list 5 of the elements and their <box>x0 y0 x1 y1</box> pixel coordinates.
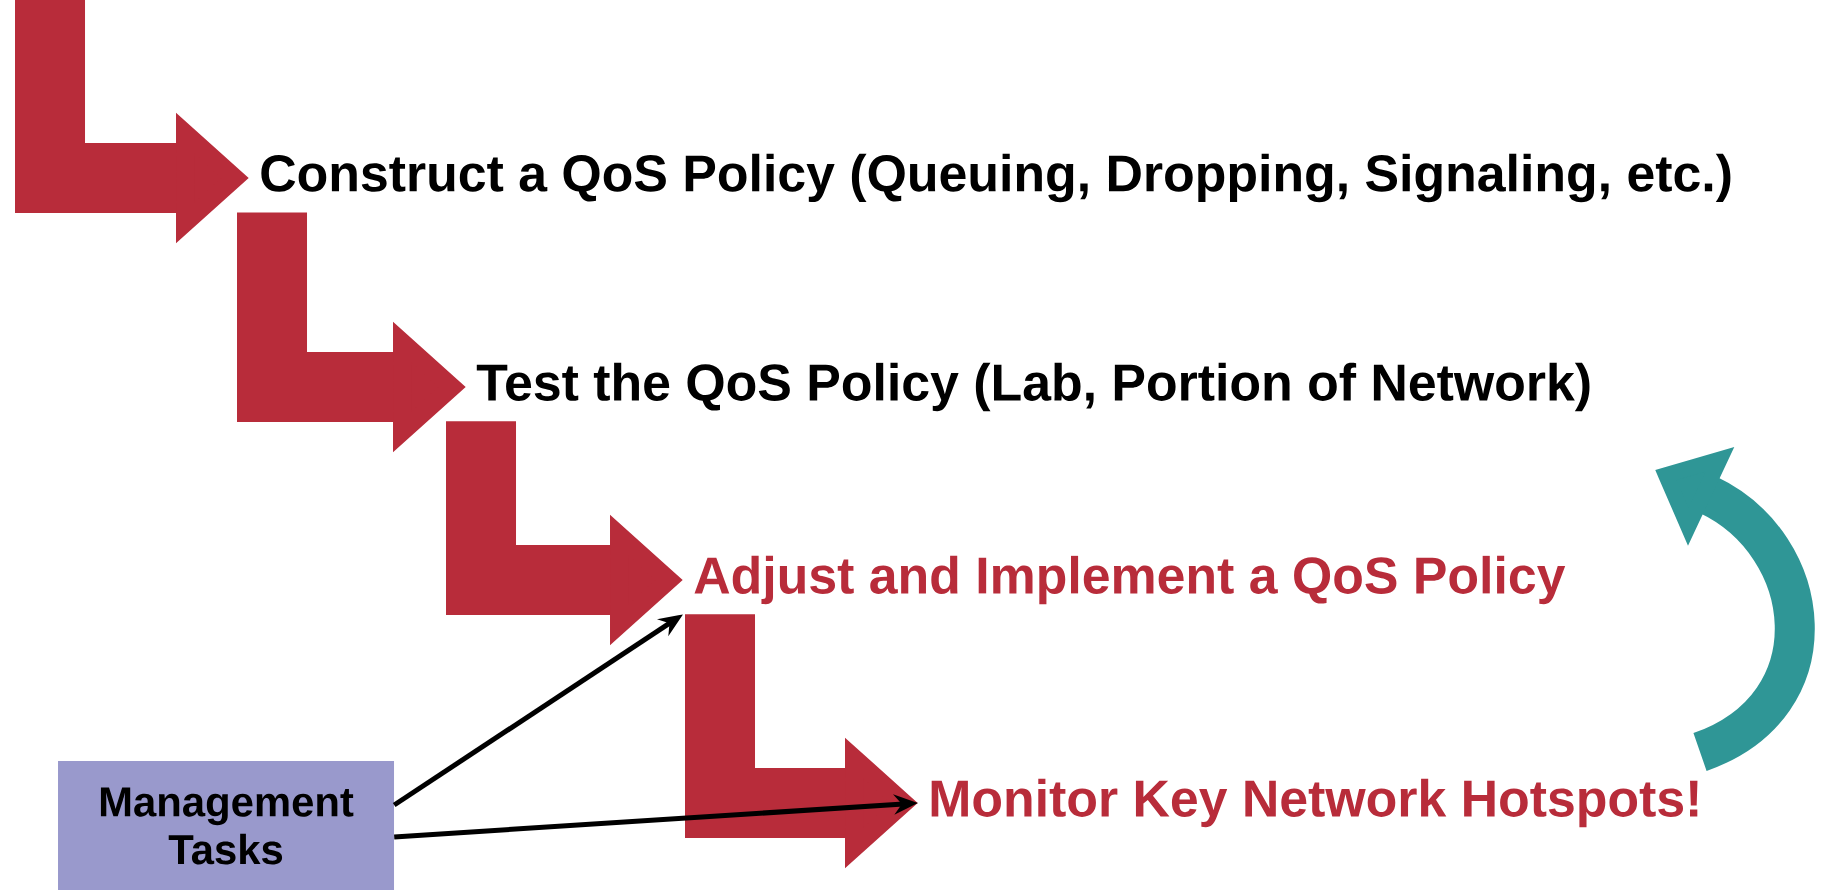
step-text: Test the QoS Policy (Lab, Portion of Network) <box>476 362 1590 412</box>
step-text: Construct a QoS Policy (Queuing, Dropping, Signaling, etc.) <box>261 153 1731 203</box>
task-box: Management Tasks <box>58 761 394 890</box>
step-text: Adjust and Implement a QoS Policy <box>694 555 1566 605</box>
step-text: Monitor Key Network Hotspots! <box>931 778 1698 828</box>
